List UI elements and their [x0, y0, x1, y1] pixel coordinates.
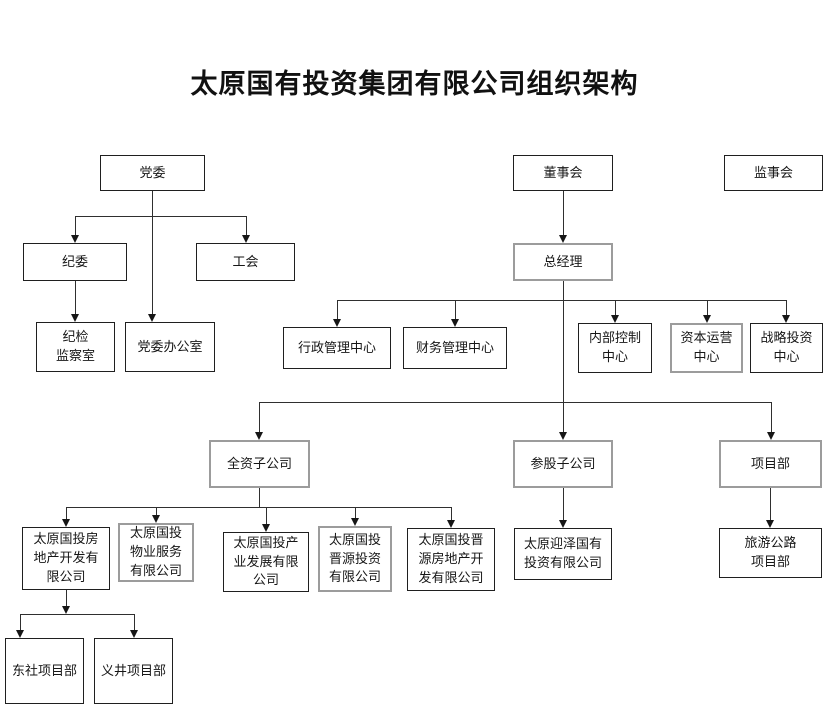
node-yijing-project-dept: 义井项目部 [94, 638, 173, 704]
connector-vline [770, 488, 771, 521]
arrow-down-icon [151, 515, 160, 523]
connector-vline [75, 281, 76, 315]
arrow-down-icon [765, 520, 774, 528]
connector-vline [451, 507, 452, 521]
connector-vline [266, 507, 267, 525]
arrow-down-icon [558, 520, 567, 528]
connector-vline [20, 614, 21, 631]
connector-vline [563, 281, 564, 433]
connector-vline [771, 402, 772, 433]
arrow-down-icon [450, 319, 459, 327]
node-discipline-committee: 纪委 [23, 243, 127, 281]
arrow-down-icon [766, 432, 775, 440]
arrow-down-icon [15, 630, 24, 638]
arrow-down-icon [261, 524, 270, 532]
arrow-down-icon [702, 315, 711, 323]
node-finance-management-center: 财务管理中心 [403, 327, 507, 369]
connector-vline [615, 300, 616, 316]
arrow-down-icon [61, 519, 70, 527]
node-tourism-highway-project-dept: 旅游公路 项目部 [719, 528, 822, 578]
arrow-down-icon [350, 518, 359, 526]
arrow-down-icon [70, 314, 79, 322]
connector-vline [563, 488, 564, 521]
node-project-department: 项目部 [719, 440, 822, 488]
arrow-down-icon [147, 314, 156, 322]
connector-vline [563, 191, 564, 236]
node-general-manager: 总经理 [513, 243, 613, 281]
connector-vline [75, 216, 76, 236]
node-board-of-supervisors: 监事会 [724, 155, 823, 191]
node-capital-operation-center: 资本运营 中心 [670, 323, 743, 373]
node-internal-control-center: 内部控制 中心 [578, 323, 652, 373]
arrow-down-icon [254, 432, 263, 440]
node-board-of-directors: 董事会 [513, 155, 613, 191]
arrow-down-icon [610, 315, 619, 323]
node-yingze-state-investment-co: 太原迎泽国有 投资有限公司 [514, 528, 612, 580]
arrow-down-icon [558, 432, 567, 440]
connector-vline [786, 300, 787, 316]
node-guotou-property-service-co: 太原国投 物业服务 有限公司 [118, 523, 194, 582]
connector-hline [259, 402, 771, 403]
arrow-down-icon [129, 630, 138, 638]
arrow-down-icon [781, 315, 790, 323]
arrow-down-icon [61, 606, 70, 614]
node-guotou-jinyuan-investment-co: 太原国投 晋源投资 有限公司 [318, 526, 392, 592]
connector-hline [20, 614, 134, 615]
node-admin-management-center: 行政管理中心 [283, 327, 391, 369]
connector-hline [66, 507, 451, 508]
node-strategic-investment-center: 战略投资 中心 [750, 323, 823, 373]
node-guotou-industry-development-co: 太原国投产 业发展有限 公司 [223, 532, 309, 592]
arrow-down-icon [70, 235, 79, 243]
node-party-committee-office: 党委办公室 [125, 322, 215, 372]
connector-vline [259, 402, 260, 433]
arrow-down-icon [332, 319, 341, 327]
connector-vline [455, 300, 456, 320]
node-party-committee: 党委 [100, 155, 205, 191]
node-equity-subsidiaries: 参股子公司 [513, 440, 613, 488]
connector-vline [259, 488, 260, 507]
connector-hline [337, 300, 786, 301]
node-labor-union: 工会 [196, 243, 295, 281]
connector-vline [152, 191, 153, 315]
arrow-down-icon [446, 520, 455, 528]
connector-vline [66, 590, 67, 607]
node-guotou-jinyuan-real-estate-co: 太原国投晋 源房地产开 发有限公司 [407, 528, 495, 591]
node-dongshe-project-dept: 东社项目部 [5, 638, 84, 704]
connector-vline [134, 614, 135, 631]
connector-vline [337, 300, 338, 320]
connector-hline [75, 216, 246, 217]
connector-vline [355, 507, 356, 519]
arrow-down-icon [558, 235, 567, 243]
node-wholly-owned-subsidiaries: 全资子公司 [209, 440, 310, 488]
node-discipline-inspection-office: 纪检 监察室 [36, 322, 115, 372]
chart-title: 太原国有投资集团有限公司组织架构 [190, 69, 639, 99]
node-guotou-real-estate-co: 太原国投房 地产开发有 限公司 [22, 527, 110, 590]
arrow-down-icon [241, 235, 250, 243]
connector-vline [66, 507, 67, 520]
connector-vline [707, 300, 708, 316]
connector-vline [156, 507, 157, 516]
connector-vline [246, 216, 247, 236]
